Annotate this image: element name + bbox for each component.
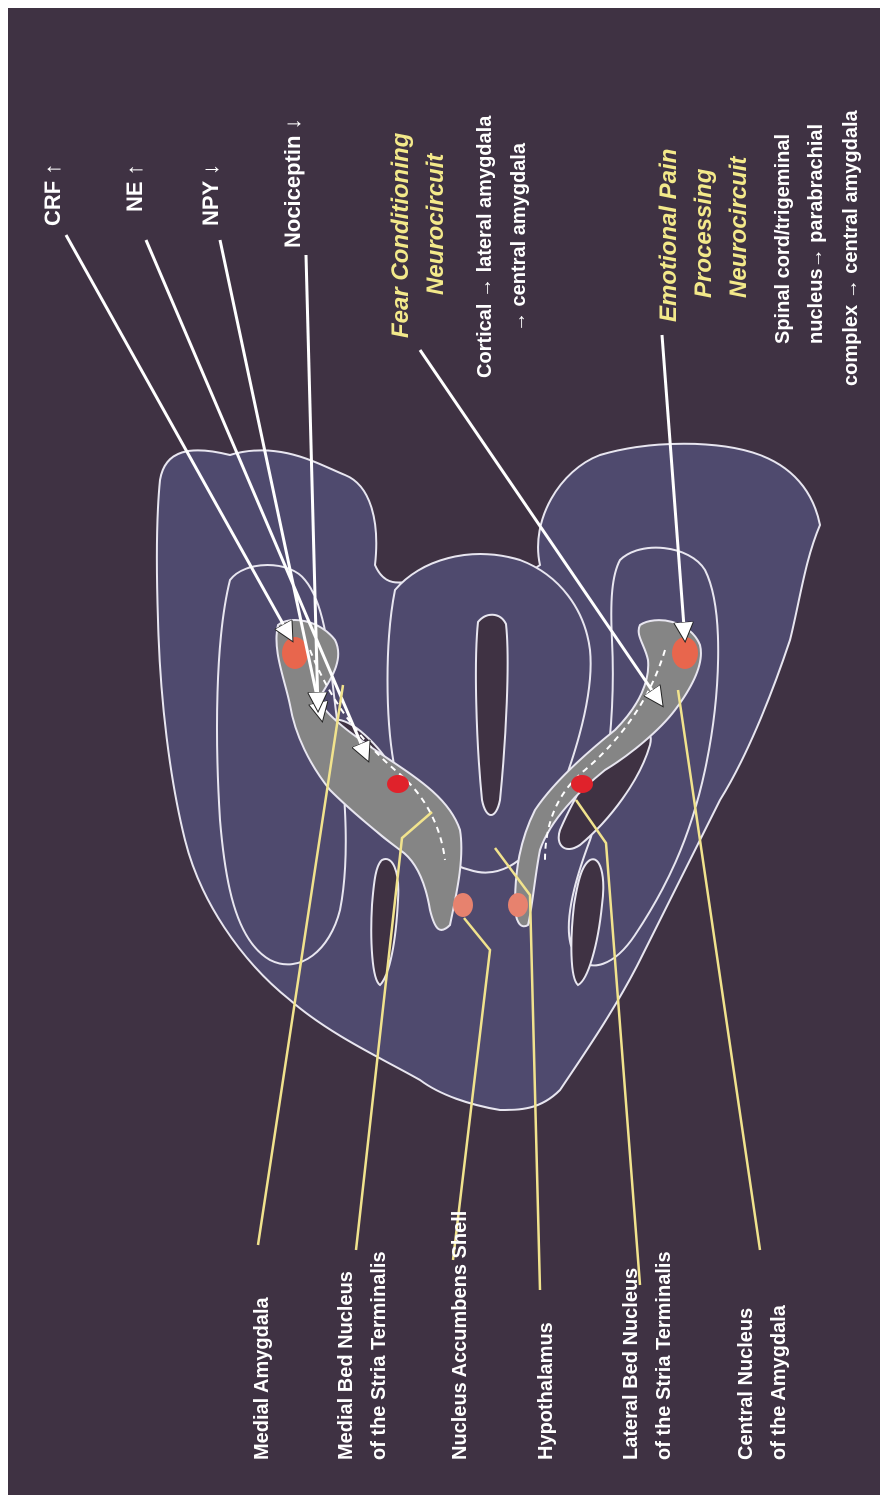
nociceptin-label: Nociceptin ↓ [280,118,305,248]
central-amygdala-label-2: of the Amygdala [768,1304,790,1460]
npy-label: NPY ↓ [198,164,223,226]
pain-circuit-title-3: Neurocircuit [725,156,752,298]
fear-circuit-title-1: Fear Conditioning [387,132,414,338]
medial-amygdala-label: Medial Amygdala [251,1296,273,1460]
nac-shell-label: Nucleus Accumbens Shell [449,1211,471,1460]
pain-circuit-title-1: Emotional Pain [655,149,682,322]
pain-circuit-line-1: Spinal cord/trigeminal [772,134,794,344]
medial-bnst-nucleus[interactable] [387,775,409,793]
medial-bnst-label-1: Medial Bed Nucleus [335,1271,357,1460]
hypothalamus-label: Hypothalamus [535,1322,557,1460]
central-amygdala-label-1: Central Nucleus [735,1308,757,1460]
fear-circuit-line-1: Cortical → lateral amygdala [474,115,496,378]
nac-shell-nucleus[interactable] [453,893,473,917]
fear-circuit-title-2: Neurocircuit [422,153,449,295]
ne-label: NE ↑ [122,164,147,212]
central-amygdala-nucleus[interactable] [672,637,698,669]
pain-circuit-line-2: nucleus→ parabrachial [805,124,827,344]
pain-circuit-title-2: Processing [690,168,717,298]
pain-circuit-line-3: complex → central amygdala [840,109,862,386]
crf-label: CRF ↑ [40,164,65,226]
lateral-bnst-nucleus[interactable] [571,775,593,793]
hypothalamus-nucleus[interactable] [508,893,528,917]
lateral-bnst-label-1: Lateral Bed Nucleus [620,1268,642,1460]
medial-bnst-label-2: of the Stria Terminalis [368,1251,390,1460]
fear-circuit-line-2: → central amygdala [508,142,530,332]
lateral-bnst-label-2: of the Stria Terminalis [653,1251,675,1460]
